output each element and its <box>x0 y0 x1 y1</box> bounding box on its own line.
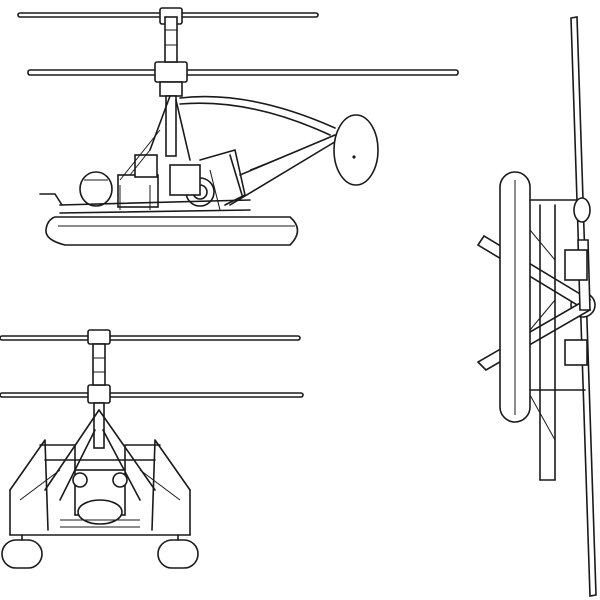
front-lower-rotor <box>0 384 304 404</box>
top-frame <box>529 197 591 481</box>
top-float <box>499 171 531 423</box>
front-rotor-mast <box>92 343 106 449</box>
side-view <box>17 7 459 246</box>
front-view <box>0 329 304 569</box>
front-engine <box>60 469 140 528</box>
side-tail-boom <box>179 95 339 206</box>
top-view <box>476 16 597 597</box>
side-rotor-mast <box>149 16 191 161</box>
front-upper-rotor <box>0 329 301 345</box>
side-tail-fin <box>333 114 379 186</box>
front-floats <box>1 534 199 569</box>
side-lower-rotor <box>27 61 459 83</box>
side-float <box>45 216 299 246</box>
front-frame <box>9 409 191 536</box>
side-engine-frame <box>39 129 251 214</box>
